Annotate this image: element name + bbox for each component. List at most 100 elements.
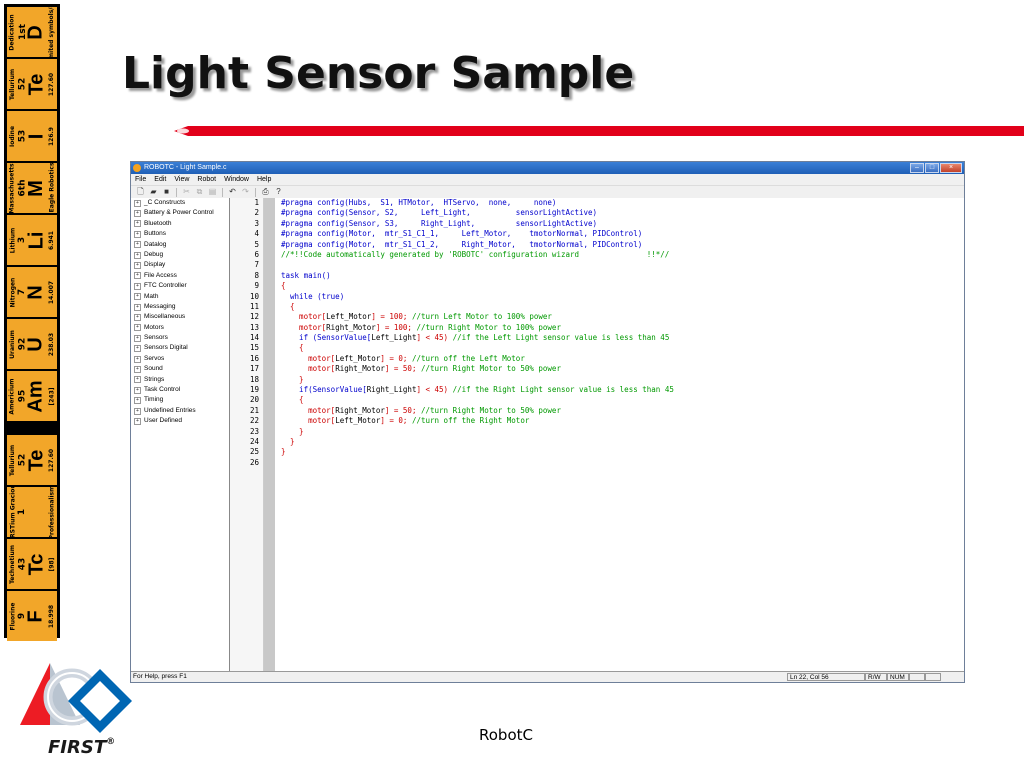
close-button[interactable]: × — [940, 163, 962, 173]
code-token: ] = 100; — [375, 322, 417, 332]
help-icon[interactable]: ? — [276, 187, 281, 196]
maximize-button[interactable]: □ — [925, 163, 939, 173]
expand-icon[interactable]: + — [134, 210, 141, 218]
code-line: if(SensorValue[Right_Light] < 45) //if t… — [281, 385, 960, 395]
window-titlebar: ROBOTC - Light Sample.c – □ × — [131, 162, 964, 174]
status-empty-box — [909, 673, 925, 681]
tree-item[interactable]: +Motors — [131, 323, 229, 333]
element-symbol: F — [25, 609, 47, 623]
undo-icon[interactable]: ↶ — [229, 187, 236, 196]
element-name: Lithium — [9, 227, 17, 253]
toolbar-separator — [255, 187, 256, 197]
code-token: if(SensorValue[ — [281, 385, 367, 395]
expand-icon[interactable]: + — [134, 334, 141, 342]
code-token: ] = 50; — [384, 405, 421, 415]
line-number: 23 — [249, 426, 259, 436]
code-token: //turn Right Motor to 50% power — [420, 405, 561, 415]
status-help-text: For Help, press F1 — [133, 673, 187, 680]
tree-item[interactable]: +Strings — [131, 375, 229, 385]
line-number: 1 — [254, 198, 259, 207]
expand-icon[interactable]: + — [134, 282, 141, 290]
expand-icon[interactable]: + — [134, 241, 141, 249]
new-file-icon[interactable]: 🗋 — [137, 187, 144, 196]
tree-item[interactable]: +Sound — [131, 364, 229, 374]
element-mass: Professionalism — [48, 487, 55, 537]
element-mass: 6.941 — [48, 230, 56, 250]
minimize-button[interactable]: – — [910, 163, 924, 173]
expand-icon[interactable]: + — [134, 397, 141, 405]
expand-icon[interactable]: + — [134, 230, 141, 238]
expand-icon[interactable]: + — [134, 262, 141, 270]
tree-item[interactable]: +FTC Controller — [131, 281, 229, 291]
paste-icon[interactable]: ▤ — [208, 187, 217, 196]
code-line: while (true) — [281, 292, 960, 302]
menu-item-window[interactable]: Window — [224, 176, 249, 183]
tree-item[interactable]: +Math — [131, 292, 229, 302]
expand-icon[interactable]: + — [134, 417, 141, 425]
line-number: 19 — [249, 385, 259, 395]
menu-item-file[interactable]: File — [135, 176, 147, 183]
tree-item[interactable]: +Miscellaneous — [131, 312, 229, 322]
code-line: if (SensorValue[Left_Light] < 45) //if t… — [281, 333, 960, 343]
expand-icon[interactable]: + — [134, 303, 141, 311]
tree-item[interactable]: +Datalog — [131, 240, 229, 250]
element-name: Iodine — [9, 125, 17, 147]
print-icon[interactable]: ⎙ — [262, 187, 269, 196]
expand-icon[interactable]: + — [134, 324, 141, 332]
first-logo-icon — [20, 663, 132, 733]
open-folder-icon[interactable]: ▰ — [150, 187, 157, 196]
expand-icon[interactable]: + — [134, 376, 141, 384]
tree-item[interactable]: +Sensors Digital — [131, 343, 229, 353]
tree-item[interactable]: +Display — [131, 260, 229, 270]
menu-item-edit[interactable]: Edit — [154, 176, 167, 183]
tree-item[interactable]: +File Access — [131, 271, 229, 281]
element-mass: [98] — [48, 557, 55, 571]
code-line: #pragma config(Sensor, S2, Left_Light, s… — [281, 208, 960, 218]
expand-icon[interactable]: + — [134, 251, 141, 259]
expand-icon[interactable]: + — [134, 220, 141, 228]
element-mass: [243] — [48, 386, 56, 406]
expand-icon[interactable]: + — [134, 365, 141, 373]
code-line: } — [281, 437, 960, 447]
element-mass: 14.007 — [48, 280, 55, 304]
expand-icon[interactable]: + — [134, 345, 141, 353]
expand-icon[interactable]: + — [134, 407, 141, 415]
expand-icon[interactable]: + — [134, 199, 141, 207]
tree-item[interactable]: +Battery & Power Control — [131, 208, 229, 218]
tree-item[interactable]: +Undefined Entries — [131, 406, 229, 416]
expand-icon[interactable]: + — [134, 313, 141, 321]
copy-icon[interactable]: ⧉ — [196, 187, 203, 196]
element-symbol: M — [24, 179, 47, 197]
save-icon[interactable]: ■ — [164, 187, 169, 196]
expand-icon[interactable]: + — [134, 293, 141, 301]
line-number: 7 — [254, 260, 259, 270]
line-number: 18 — [249, 374, 259, 384]
tree-item[interactable]: +Sensors — [131, 333, 229, 343]
tree-item[interactable]: +Debug — [131, 250, 229, 260]
redo-icon[interactable]: ↷ — [242, 187, 249, 196]
expand-icon[interactable]: + — [134, 386, 141, 394]
tree-item[interactable]: +Servos — [131, 354, 229, 364]
expand-icon[interactable]: + — [134, 272, 141, 280]
menu-item-view[interactable]: View — [174, 176, 190, 183]
menu-item-robot[interactable]: Robot — [197, 176, 217, 183]
tree-item[interactable]: +Buttons — [131, 229, 229, 239]
expand-icon[interactable]: + — [134, 355, 141, 363]
tree-item[interactable]: +Messaging — [131, 302, 229, 312]
code-token: //turn Right Motor to 100% power — [416, 322, 561, 332]
tree-item[interactable]: +Bluetooth — [131, 219, 229, 229]
breakpoint-margin[interactable] — [264, 198, 275, 672]
cut-icon[interactable]: ✂ — [183, 187, 190, 196]
menu-item-help[interactable]: Help — [256, 176, 272, 183]
code-editor[interactable]: #pragma config(Hubs, S1, HTMotor, HTServ… — [281, 198, 960, 672]
element-name: Tellurium — [9, 444, 17, 476]
tree-item[interactable]: +_C Constructs — [131, 198, 229, 208]
code-token: //if the Left Light sensor value is less… — [452, 333, 670, 343]
tree-item-label: FTC Controller — [144, 282, 187, 290]
tree-item[interactable]: +User Defined — [131, 416, 229, 426]
toolbar: 🗋 ▰ ■ ✂ ⧉ ▤ ↶ ↷ ⎙ ? — [131, 185, 964, 198]
tree-item[interactable]: +Task Control — [131, 385, 229, 395]
tree-item[interactable]: +Timing — [131, 395, 229, 405]
